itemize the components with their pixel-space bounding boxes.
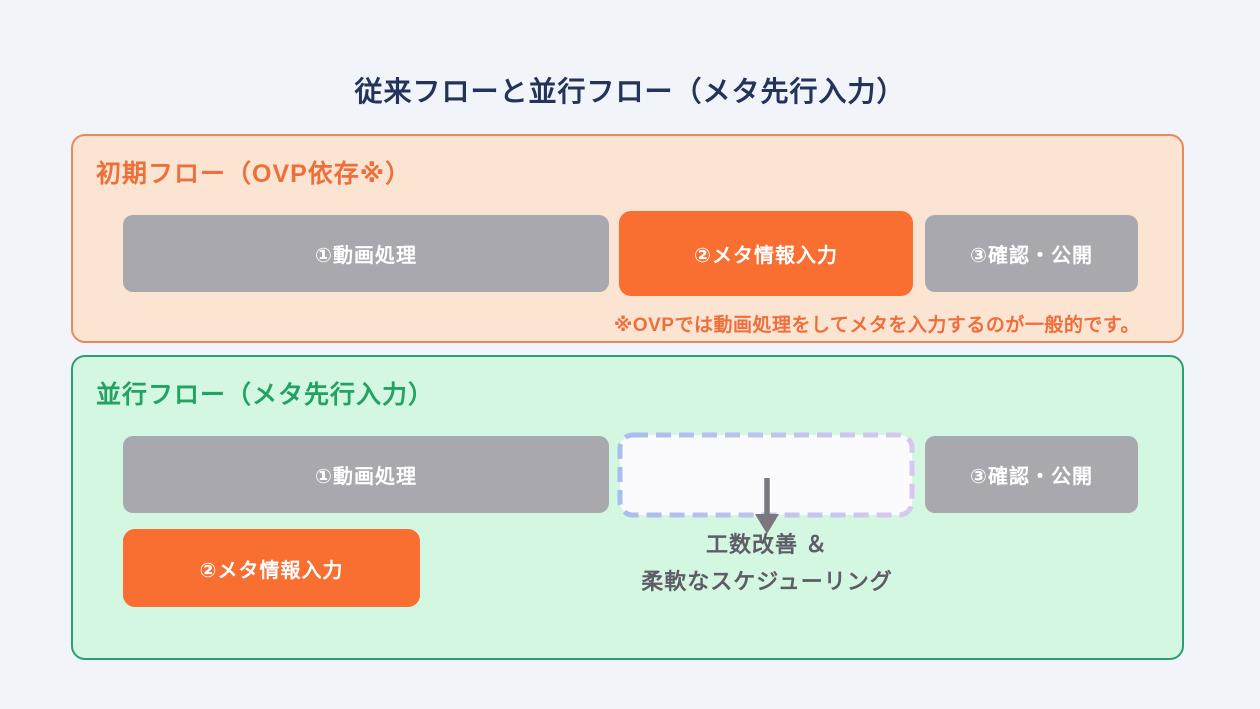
benefit-text: 工数改善 ＆ 柔軟なスケジューリング [617,531,917,596]
initial-flow-panel: 初期フロー（OVP依存※） ①動画処理 ②メタ情報入力 ③確認・公開 ※OVPで… [71,134,1184,343]
parallel-step-video-processing: ①動画処理 [123,436,609,513]
parallel-step-meta-input: ②メタ情報入力 [123,529,420,607]
parallel-flow-heading: 並行フロー（メタ先行入力） [96,381,435,409]
initial-step-confirm-publish: ③確認・公開 [925,215,1138,292]
parallel-flow-panel: 並行フロー（メタ先行入力） ①動画処理 ③確認・公開 ②メタ情報入力 工数改善 … [71,355,1184,660]
ovp-footnote: ※OVPでは動画処理をしてメタを入力するのが一般的です。 [613,315,1140,336]
page-title: 従来フローと並行フロー（メタ先行入力） [354,76,906,107]
benefit-line-1: 工数改善 ＆ [705,532,829,557]
initial-step-video-processing: ①動画処理 [123,215,609,292]
initial-step-meta-input: ②メタ情報入力 [619,211,913,296]
benefit-line-2: 柔軟なスケジューリング [641,569,893,594]
initial-flow-heading: 初期フロー（OVP依存※） [96,160,412,188]
parallel-step-confirm-publish: ③確認・公開 [925,436,1138,513]
arrow-down-icon [755,478,779,534]
